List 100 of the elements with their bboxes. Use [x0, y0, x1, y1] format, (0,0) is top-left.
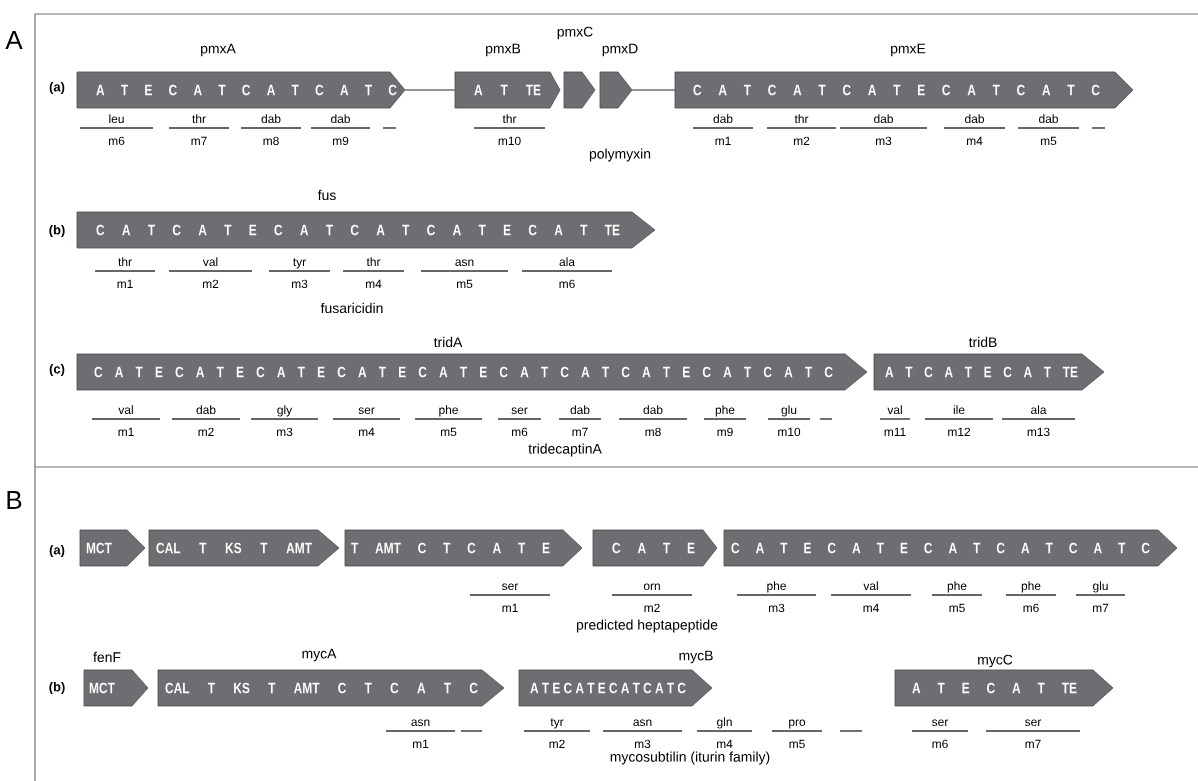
module-name: m5	[1041, 136, 1057, 146]
module-name: m6	[932, 739, 948, 749]
gene-name: pmxD	[602, 43, 638, 57]
amino-acid: val	[863, 581, 878, 591]
amino-acid: phe	[715, 405, 735, 417]
amino-acid: orn	[643, 583, 660, 591]
module-name: m7	[191, 136, 207, 145]
connector-line	[631, 89, 676, 91]
amino-acid: val	[118, 405, 133, 415]
amino-acid: phe	[1021, 581, 1041, 593]
module-name: m1	[413, 739, 429, 748]
amino-acid: ser	[502, 583, 519, 591]
amino-acid: phe	[439, 405, 458, 417]
module-name: m4	[717, 739, 733, 748]
product-name: mycosubtilin (iturin family)	[610, 751, 770, 765]
row-label: (a)	[49, 81, 65, 94]
module-name: m1	[502, 603, 518, 612]
row-label: (a)	[49, 544, 65, 557]
amino-acid: phe	[767, 581, 786, 593]
amino-acid: val	[887, 405, 902, 415]
module-name: m4	[967, 136, 983, 145]
gene-name: mycB	[679, 650, 713, 664]
module-name: m7	[1025, 739, 1041, 748]
module-name: m8	[645, 427, 661, 437]
module-name: m4	[863, 603, 879, 612]
module-name: m2	[794, 136, 810, 145]
gene-box: C A T E C A T E C A T E C A T E C A T E C A T C A T C A T E C A T C A T C	[76, 353, 868, 391]
gene-box: A T C A T E C A T TE	[873, 353, 1105, 391]
gene-name: pmxC	[557, 26, 593, 40]
module-name: m5	[441, 427, 457, 437]
module-name: m9	[333, 136, 349, 146]
module-name: m2	[549, 739, 565, 748]
gene-box: T AMT C T C A T E	[344, 529, 583, 567]
amino-acid: dab	[643, 405, 663, 415]
amino-acid: ser	[358, 407, 375, 415]
module-name: m1	[118, 427, 134, 436]
gene-box: A T TE	[454, 71, 561, 109]
module-name: m6	[1023, 603, 1039, 613]
gene-box: MCT	[79, 529, 146, 567]
gene-box: C A T C A T C A T E C A T C A T C	[674, 71, 1134, 109]
product-name: predicted heptapeptide	[576, 619, 718, 633]
amino-acid: tyr	[550, 718, 564, 729]
gene-name: tridA	[433, 336, 463, 348]
module-name: m6	[109, 136, 125, 146]
gene-name: pmxE	[891, 43, 926, 57]
amino-acid: ser	[511, 407, 528, 415]
module-name: m10	[498, 136, 521, 146]
amino-acid: ile	[953, 405, 965, 415]
gene-name: fenF	[93, 651, 121, 663]
amino-acid: ala	[1031, 405, 1047, 415]
module-name: m5	[949, 603, 965, 613]
module-name: m12	[948, 427, 971, 436]
module-name: m3	[876, 136, 892, 146]
module-name: m4	[366, 279, 382, 288]
gene-box: A T E C A T TE	[894, 669, 1114, 707]
gene-name: mycC	[978, 654, 1013, 668]
module-name: m3	[635, 739, 651, 749]
gene-box: A T E C A T E C A T C A T C	[518, 669, 713, 707]
module-name: m4	[359, 427, 375, 436]
amino-acid: dab	[196, 405, 216, 415]
connector-line	[404, 89, 456, 91]
module-name: m3	[292, 279, 308, 289]
amino-acid: asn	[633, 719, 652, 727]
gene-box: C A T E C A T E C A T C A T C A T C	[723, 529, 1178, 567]
product-name: tridecaptinA	[528, 443, 602, 457]
gene-box: CAL T KS T AMT	[148, 529, 340, 567]
row-label: (b)	[49, 224, 65, 237]
panel-letter: A	[5, 31, 23, 49]
amino-acid: ser	[1025, 719, 1042, 727]
gene-name: fus	[317, 189, 336, 201]
module-name: m7	[1093, 603, 1109, 612]
row-label: (c)	[49, 363, 65, 376]
amino-acid: glu	[1093, 581, 1108, 593]
module-name: m1	[715, 136, 731, 145]
module-name: m9	[717, 427, 733, 437]
amino-acid: dab	[570, 405, 590, 415]
module-name: m2	[203, 279, 219, 288]
module-name: m5	[789, 739, 805, 749]
amino-acid: glu	[781, 405, 797, 417]
amino-acid: asn	[455, 259, 474, 267]
row-label: (b)	[49, 681, 65, 694]
module-name: m2	[644, 603, 660, 612]
panel-letter: B	[7, 491, 22, 509]
module-name: m8	[263, 136, 279, 146]
module-name: m13	[1027, 427, 1050, 437]
gene-name: pmxA	[201, 43, 236, 57]
gene-box: C A T C A T E C A T C A T C A T E C A T TE	[76, 211, 656, 249]
amino-acid: ser	[932, 719, 949, 727]
amino-acid: gly	[277, 405, 293, 417]
gene-box: A T E C A T C A T C A T C	[76, 71, 406, 109]
gene-box: CAL T KS T AMT C T C A T C	[157, 669, 505, 707]
product-name: polymyxin	[589, 148, 651, 162]
amino-acid: gln	[717, 717, 732, 729]
amino-acid: asn	[411, 719, 430, 727]
module-name: m6	[512, 427, 528, 437]
gene-name: mycA	[302, 648, 337, 662]
module-name: m1	[117, 279, 133, 288]
amino-acid: pro	[789, 719, 806, 729]
gene-name: tridB	[968, 336, 997, 348]
module-name: m6	[559, 279, 575, 289]
